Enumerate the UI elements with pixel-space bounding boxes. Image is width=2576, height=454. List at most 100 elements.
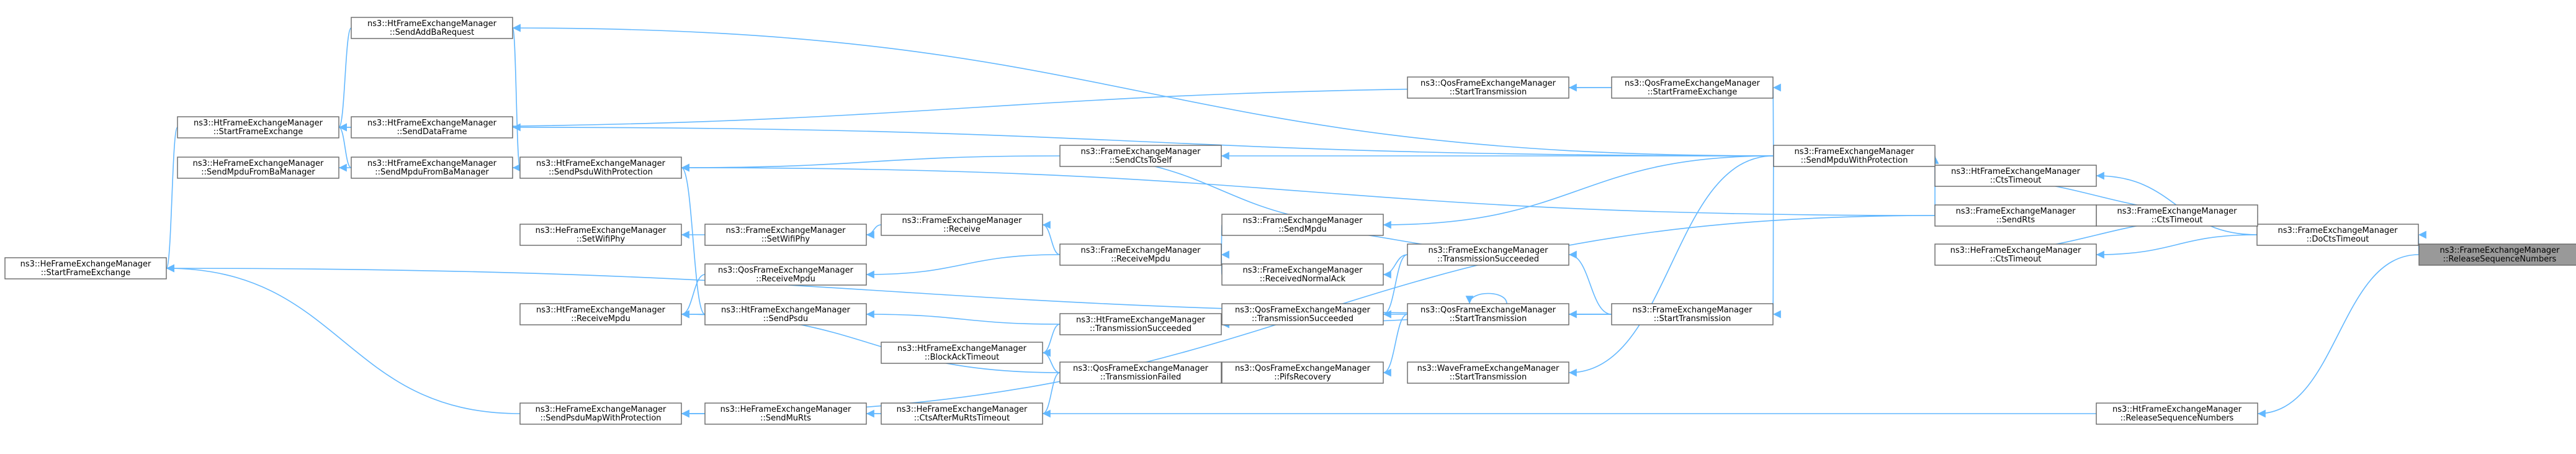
graph-node-n-ht-sendpsdu[interactable]: ns3::HtFrameExchangeManager::SendPsdu	[704, 303, 867, 325]
graph-node-n-qos-pifs[interactable]: ns3::QosFrameExchangeManager::PifsRecove…	[1221, 361, 1384, 384]
node-method-label: ::DoCtsTimeout	[2307, 235, 2369, 244]
node-method-label: ::CtsTimeout	[1990, 176, 2042, 185]
graph-node-n-sendmpdu-prot[interactable]: ns3::FrameExchangeManager::SendMpduWithP…	[1773, 145, 1936, 167]
call-edge	[338, 27, 352, 132]
node-class-label: ns3::HtFrameExchangeManager	[721, 306, 851, 315]
graph-node-n-he-send-murts[interactable]: ns3::HeFrameExchangeManager::SendMuRts	[704, 402, 867, 425]
node-class-label: ns3::QosFrameExchangeManager	[1420, 306, 1556, 315]
call-edge	[681, 163, 706, 315]
graph-node-n-fem-ctstimeout[interactable]: ns3::FrameExchangeManager::CtsTimeout	[2096, 204, 2258, 227]
node-box	[2256, 224, 2419, 246]
node-box	[1221, 361, 1384, 384]
graph-node-n-docts[interactable]: ns3::FrameExchangeManager::DoCtsTimeout	[2256, 224, 2419, 246]
call-edge	[1772, 155, 1782, 315]
graph-node-n-ht-blockack-timeout[interactable]: ns3::HtFrameExchangeManager::BlockAckTim…	[881, 342, 1043, 364]
node-class-label: ns3::FrameExchangeManager	[725, 226, 846, 235]
graph-node-n-ht-receive-mpdu[interactable]: ns3::HtFrameExchangeManager::ReceiveMpdu	[519, 303, 682, 325]
node-class-label: ns3::HeFrameExchangeManager	[536, 226, 666, 235]
graph-node-n-qos-recv-mpdu[interactable]: ns3::QosFrameExchangeManager::ReceiveMpd…	[704, 263, 867, 286]
call-edge	[1383, 314, 1408, 377]
call-edge	[512, 24, 521, 168]
node-class-label: ns3::HtFrameExchangeManager	[367, 159, 497, 168]
node-class-label: ns3::HtFrameExchangeManager	[1951, 167, 2081, 176]
call-edge	[512, 24, 1774, 157]
node-box	[1221, 263, 1384, 286]
call-edge	[1042, 220, 1061, 255]
graph-node-n-wave-starttx[interactable]: ns3::WaveFrameExchangeManager::StartTran…	[1407, 361, 1569, 384]
node-method-label: ::SendPsdu	[763, 314, 808, 324]
graph-node-n-he-setwifiphy[interactable]: ns3::HeFrameExchangeManager::SetWifiPhy	[519, 224, 682, 246]
call-edge	[166, 127, 178, 273]
graph-node-n-recv-mpdu[interactable]: ns3::FrameExchangeManager::ReceiveMpdu	[1059, 243, 1222, 266]
node-method-label: ::StartTransmission	[1654, 314, 1731, 324]
call-edge	[338, 87, 1612, 132]
node-box	[1934, 204, 2097, 227]
node-method-label: ::PifsRecovery	[1274, 373, 1331, 382]
node-method-label: ::ReceiveMpdu	[571, 314, 631, 324]
graph-node-n-ht-sendmpdu-ba[interactable]: ns3::HtFrameExchangeManager::SendMpduFro…	[351, 157, 513, 179]
node-box	[519, 157, 682, 179]
node-box	[1221, 303, 1384, 325]
graph-node-n-setwifiphy[interactable]: ns3::FrameExchangeManager::SetWifiPhy	[704, 224, 867, 246]
node-method-label: ::ReceiveMpdu	[1111, 255, 1170, 264]
node-method-label: ::BlockAckTimeout	[925, 353, 999, 362]
graph-node-n-fem-starttx[interactable]: ns3::FrameExchangeManager::StartTransmis…	[1611, 303, 1774, 325]
graph-node-n-ht-sendpsdu-prot[interactable]: ns3::HtFrameExchangeManager::SendPsduWit…	[519, 157, 682, 179]
graph-node-n-ht-sendaddba[interactable]: ns3::HtFrameExchangeManager::SendAddBaRe…	[351, 17, 513, 39]
node-method-label: ::StartTransmission	[1450, 88, 1527, 97]
node-method-label: ::StartFrameExchange	[1648, 88, 1738, 97]
node-box	[1407, 361, 1569, 384]
node-class-label: ns3::HeFrameExchangeManager	[193, 159, 324, 168]
node-box	[4, 257, 167, 279]
node-box	[1611, 76, 1774, 99]
graph-node-n-qos-starttx[interactable]: ns3::QosFrameExchangeManager::StartTrans…	[1407, 303, 1569, 325]
call-edge	[1042, 372, 1061, 418]
node-box	[1407, 243, 1569, 266]
call-edge	[1383, 254, 1408, 279]
graph-node-n-receive[interactable]: ns3::FrameExchangeManager::Receive	[881, 214, 1043, 236]
graph-node-n-ht-release[interactable]: ns3::HtFrameExchangeManager::ReleaseSequ…	[2096, 402, 2258, 425]
graph-node-n-ht-start-fe[interactable]: ns3::HtFrameExchangeManager::StartFrameE…	[177, 116, 339, 138]
graph-node-n-sendmpdu[interactable]: ns3::FrameExchangeManager::SendMpdu	[1221, 214, 1384, 236]
node-method-label: ::Receive	[943, 225, 981, 234]
call-edge	[512, 123, 1774, 157]
node-method-label: ::SendPsduWithProtection	[549, 168, 653, 177]
node-method-label: ::SendMpduFromBaManager	[201, 168, 315, 177]
call-edge	[1042, 324, 1061, 357]
graph-node-n-ht-tx-succeeded[interactable]: ns3::HtFrameExchangeManager::Transmissio…	[1059, 313, 1222, 335]
graph-node-n-qos-tx-succeeded[interactable]: ns3::QosFrameExchangeManager::Transmissi…	[1221, 303, 1384, 325]
graph-node-n-ht-ctstimeout[interactable]: ns3::HtFrameExchangeManager::CtsTimeout	[1934, 165, 2097, 187]
node-method-label: ::SetWifiPhy	[577, 235, 626, 244]
node-box	[351, 17, 513, 39]
call-edge	[866, 254, 1061, 279]
node-box	[704, 303, 867, 325]
node-box	[519, 402, 682, 425]
node-box	[704, 263, 867, 286]
call-edge	[1568, 250, 1612, 315]
node-method-label: ::SendDataFrame	[397, 127, 467, 137]
node-method-label: ::TransmissionSucceeded	[1252, 314, 1353, 324]
graph-node-n-he-ctstimeout[interactable]: ns3::HeFrameExchangeManager::CtsTimeout	[1934, 243, 2097, 266]
graph-node-n-he-sendmpdu-ba[interactable]: ns3::HeFrameExchangeManager::SendMpduFro…	[177, 157, 339, 179]
graph-node-n-release-target[interactable]: ns3::FrameExchangeManager::ReleaseSequen…	[2418, 243, 2576, 266]
graph-node-n-qos-start-fe[interactable]: ns3::QosFrameExchangeManager::StartFrame…	[1611, 76, 1774, 99]
node-method-label: ::SendCtsToSelf	[1110, 156, 1172, 165]
graph-node-n-he-cts-after-mu[interactable]: ns3::HeFrameExchangeManager::CtsAfterMuR…	[881, 402, 1043, 425]
graph-node-n-qos-starttx-top[interactable]: ns3::QosFrameExchangeManager::StartTrans…	[1407, 76, 1569, 99]
node-class-label: ns3::FrameExchangeManager	[1955, 207, 2076, 216]
graph-node-n-tx-succeeded[interactable]: ns3::FrameExchangeManager::TransmissionS…	[1407, 243, 1569, 266]
node-class-label: ns3::WaveFrameExchangeManager	[1417, 364, 1560, 373]
graph-node-n-sendrts[interactable]: ns3::FrameExchangeManager::SendRts	[1934, 204, 2097, 227]
call-edge	[2096, 234, 2258, 259]
graph-node-n-qos-tx-failed[interactable]: ns3::QosFrameExchangeManager::Transmissi…	[1059, 361, 1222, 384]
graph-node-n-recv-normal-ack[interactable]: ns3::FrameExchangeManager::ReceivedNorma…	[1221, 263, 1384, 286]
graph-node-n-he-sendpsdu-map[interactable]: ns3::HeFrameExchangeManager::SendPsduMap…	[519, 402, 682, 425]
call-edge	[866, 310, 1061, 325]
graph-node-n-he-start-fe[interactable]: ns3::HeFrameExchangeManager::StartFrameE…	[4, 257, 167, 279]
call-edge	[1465, 293, 1507, 304]
node-method-label: ::SendAddBaRequest	[390, 28, 474, 37]
graph-node-n-sendcts-self[interactable]: ns3::FrameExchangeManager::SendCtsToSelf	[1059, 145, 1222, 167]
graph-node-n-ht-senddataframe[interactable]: ns3::HtFrameExchangeManager::SendDataFra…	[351, 116, 513, 138]
node-class-label: ns3::HtFrameExchangeManager	[2112, 405, 2242, 414]
